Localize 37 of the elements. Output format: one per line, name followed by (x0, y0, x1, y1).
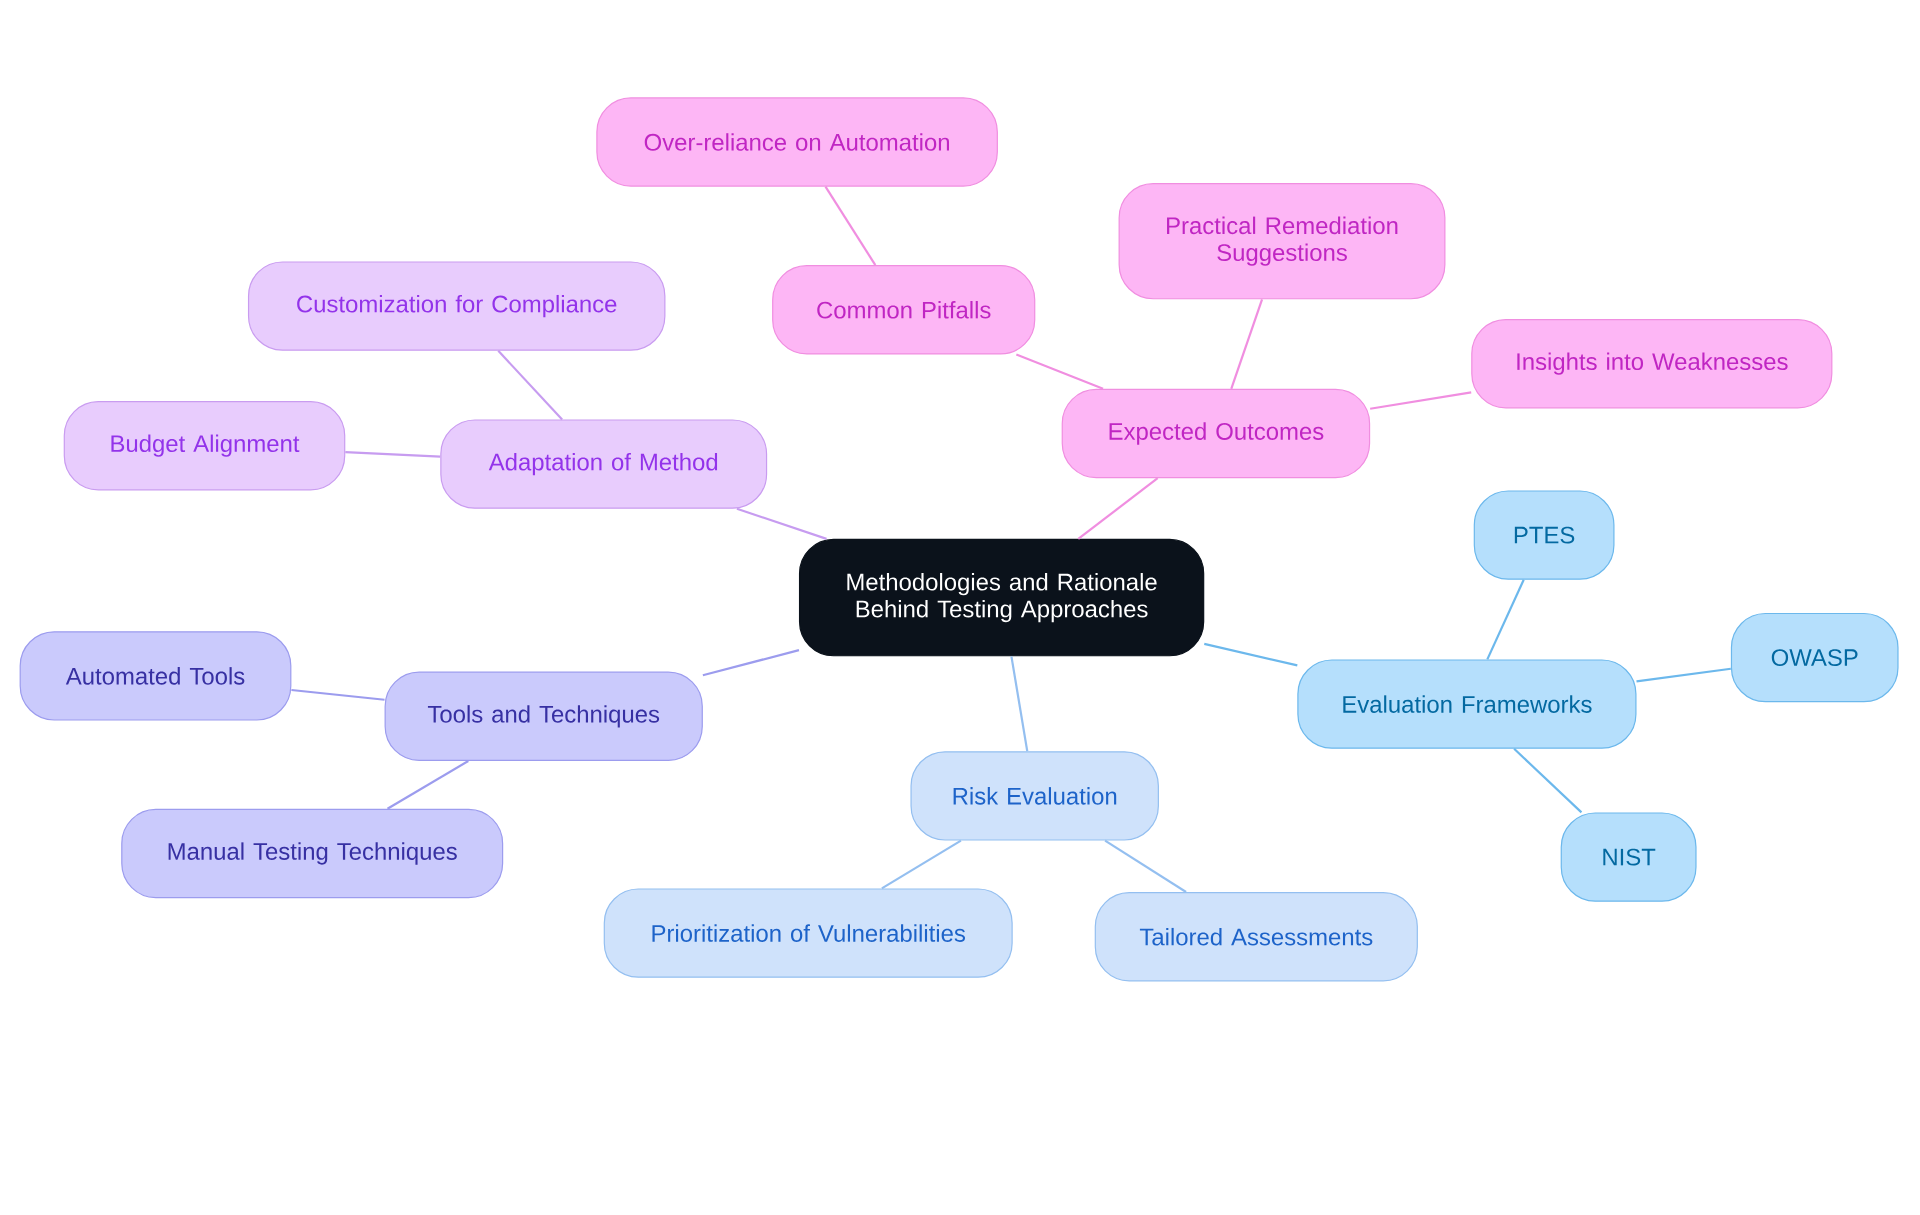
topic-box: Over-reliance on Automation (596, 97, 998, 187)
topic-box: Adaptation of Method (440, 419, 768, 509)
topic-box: Expected Outcomes (1061, 388, 1371, 479)
topic-box: Tools and Techniques (384, 671, 703, 761)
topic-box: Customization for Compliance (247, 261, 666, 351)
connector-line (824, 186, 877, 266)
connector-line (1230, 299, 1264, 390)
connector-line (1370, 391, 1472, 410)
connector-line (1104, 839, 1187, 893)
topic-box: Tailored Assessments (1094, 892, 1418, 982)
connector-line (345, 451, 441, 458)
topic-box: Evaluation Frameworks (1297, 659, 1637, 749)
connector-line (1486, 579, 1525, 660)
connector-line (736, 507, 827, 540)
connector-line (497, 350, 563, 421)
connector-line (881, 839, 962, 890)
topic-box: OWASP (1730, 612, 1899, 703)
connector-line (386, 760, 469, 810)
topic-box: Prioritization of Vulnerabilities (603, 888, 1013, 978)
topic-box: Automated Tools (19, 631, 292, 721)
connector-line (1077, 477, 1159, 540)
topic-box: Budget Alignment (63, 401, 346, 491)
topic-box: Insights into Weaknesses (1471, 319, 1833, 409)
topic-box: NIST (1560, 812, 1697, 902)
connector-line (291, 688, 385, 701)
connector-line (1015, 353, 1104, 390)
connector-line (1513, 748, 1583, 814)
connector-line (702, 649, 800, 677)
connector-line (1636, 667, 1731, 683)
root-box: Methodologies and Rationale Behind Testing Approaches (798, 538, 1205, 657)
topic-box: PTES (1473, 490, 1615, 580)
topic-box: Common Pitfalls (772, 265, 1036, 355)
connector-line (1010, 656, 1029, 752)
topic-box: Risk Evaluation (910, 751, 1159, 841)
connector-line (1204, 642, 1298, 667)
topic-box: Practical Remediation Suggestions (1118, 183, 1446, 300)
topic-box: Manual Testing Techniques (121, 808, 504, 899)
